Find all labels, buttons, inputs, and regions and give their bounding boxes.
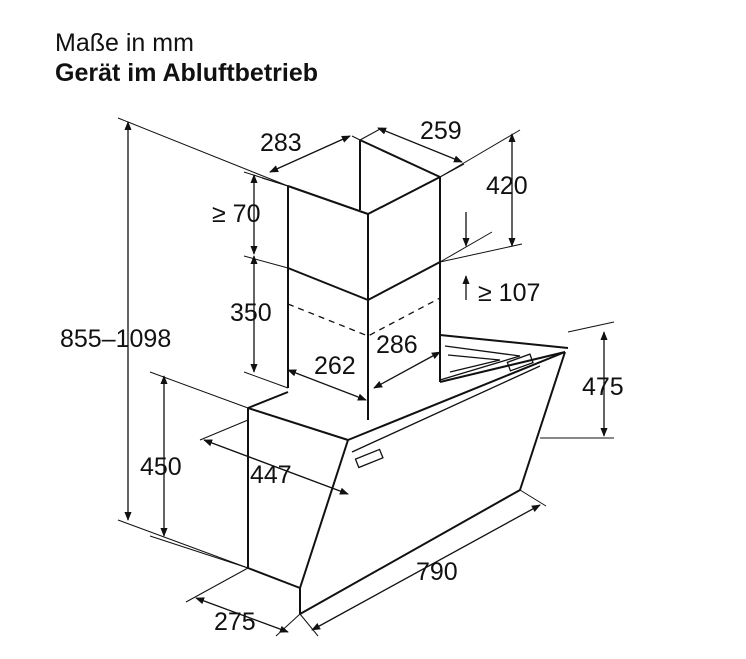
label-286: 286 [376,331,418,359]
label-447: 447 [250,461,292,489]
label-283: 283 [260,129,302,157]
label-420: 420 [486,172,528,200]
label-275: 275 [214,608,256,636]
diagram-title: Maße in mm [55,29,194,57]
label-259: 259 [420,117,462,145]
dim-475 [540,321,615,439]
title-block: Maße in mm Gerät im Abluftbetrieb [55,28,318,88]
dim-min-70 [243,171,289,255]
label-350: 350 [230,299,272,327]
dim-286 [373,351,441,389]
label-min-107: ≥ 107 [478,279,540,307]
dim-275 [185,567,301,637]
label-790: 790 [416,558,458,586]
dim-350 [243,255,289,389]
dim-450 [149,371,249,569]
dim-total-height [117,117,289,569]
upper-chimney [287,139,441,300]
label-262: 262 [314,352,356,380]
hinge-right [506,353,534,372]
dim-min-107 [439,212,493,300]
label-min-70: ≥ 70 [212,200,260,228]
hinge-left [354,448,384,469]
dim-447 [199,419,349,495]
label-450: 450 [140,453,182,481]
diagram-subtitle: Gerät im Abluftbetrieb [55,59,318,87]
label-475: 475 [582,373,624,401]
dim-790 [299,489,547,637]
label-total-height: 855–1098 [60,325,171,353]
dim-420 [439,129,523,263]
dim-262 [287,369,367,401]
